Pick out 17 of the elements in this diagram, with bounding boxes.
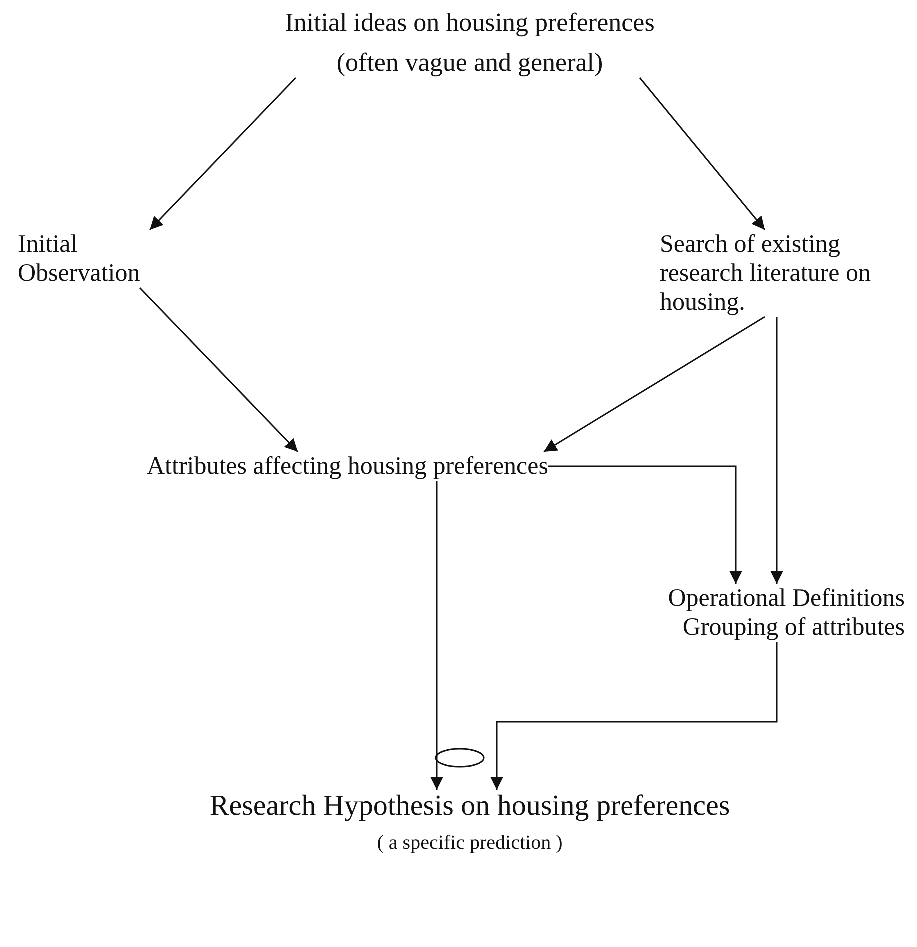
- arrow: [548, 466, 742, 584]
- node-note: ( a specific prediction ): [376, 831, 564, 855]
- node-label: Research Hypothesis on housing preferences: [208, 790, 732, 823]
- arrow: [139, 287, 299, 453]
- arrow: [149, 77, 297, 231]
- node-label: Initial ideas on housing preferences: [284, 8, 656, 38]
- arrow: [544, 316, 766, 453]
- arrow: [770, 317, 784, 584]
- node-note: Grouping of attributes: [682, 613, 905, 642]
- node-label: Operational Definitions: [667, 584, 905, 613]
- node-note: (often vague and general): [336, 48, 604, 78]
- arrow: [490, 642, 778, 790]
- node-label: Search of existing research literature on housing.: [660, 230, 872, 317]
- arrow: [430, 481, 444, 790]
- node-label: Attributes affecting housing preferences: [147, 452, 548, 481]
- arrow: [639, 78, 766, 230]
- node-label: Initial Observation: [18, 230, 142, 288]
